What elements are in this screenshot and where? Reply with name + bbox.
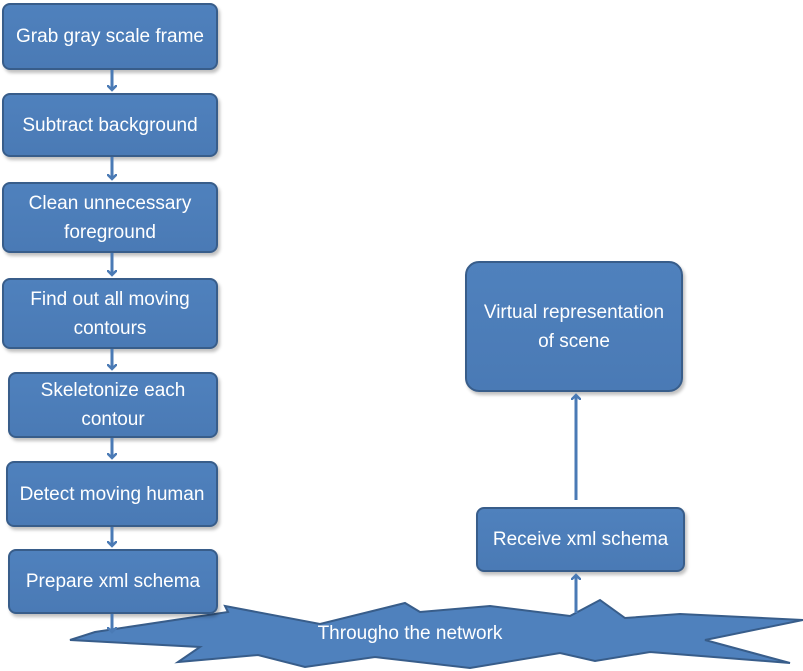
step-skeletonize-box: Skeletonize each contour	[8, 372, 218, 438]
step-subtract-background-label: Subtract background	[22, 114, 198, 136]
step-clean-foreground-box: Clean unnecessary foreground	[2, 182, 218, 253]
step-detect-human-box: Detect moving human	[6, 461, 218, 527]
step-grab-frame-label: Grab gray scale frame	[16, 26, 204, 47]
network-label: Througho the network	[317, 623, 503, 644]
receive-xml-box: Receive xml schema	[476, 507, 685, 572]
virtual-scene-label: Virtual representation of scene	[483, 301, 665, 352]
receive-xml-label: Receive xml schema	[492, 529, 669, 550]
step-find-contours-label: Find out all moving contours	[30, 288, 190, 339]
step-prepare-xml-box: Prepare xml schema	[8, 549, 218, 614]
network-lightning-shape	[69, 598, 803, 670]
step-detect-human-label: Detect moving human	[19, 483, 205, 505]
step-clean-foreground-label: Clean unnecessary foreground	[28, 192, 192, 243]
step-subtract-background-box: Subtract background	[2, 93, 218, 157]
virtual-scene-box: Virtual representation of scene	[465, 261, 683, 392]
step-find-contours-box: Find out all moving contours	[2, 278, 218, 349]
step-prepare-xml-label: Prepare xml schema	[25, 571, 201, 592]
step-skeletonize-label: Skeletonize each contour	[40, 380, 186, 430]
step-grab-frame-box: Grab gray scale frame	[2, 3, 218, 70]
